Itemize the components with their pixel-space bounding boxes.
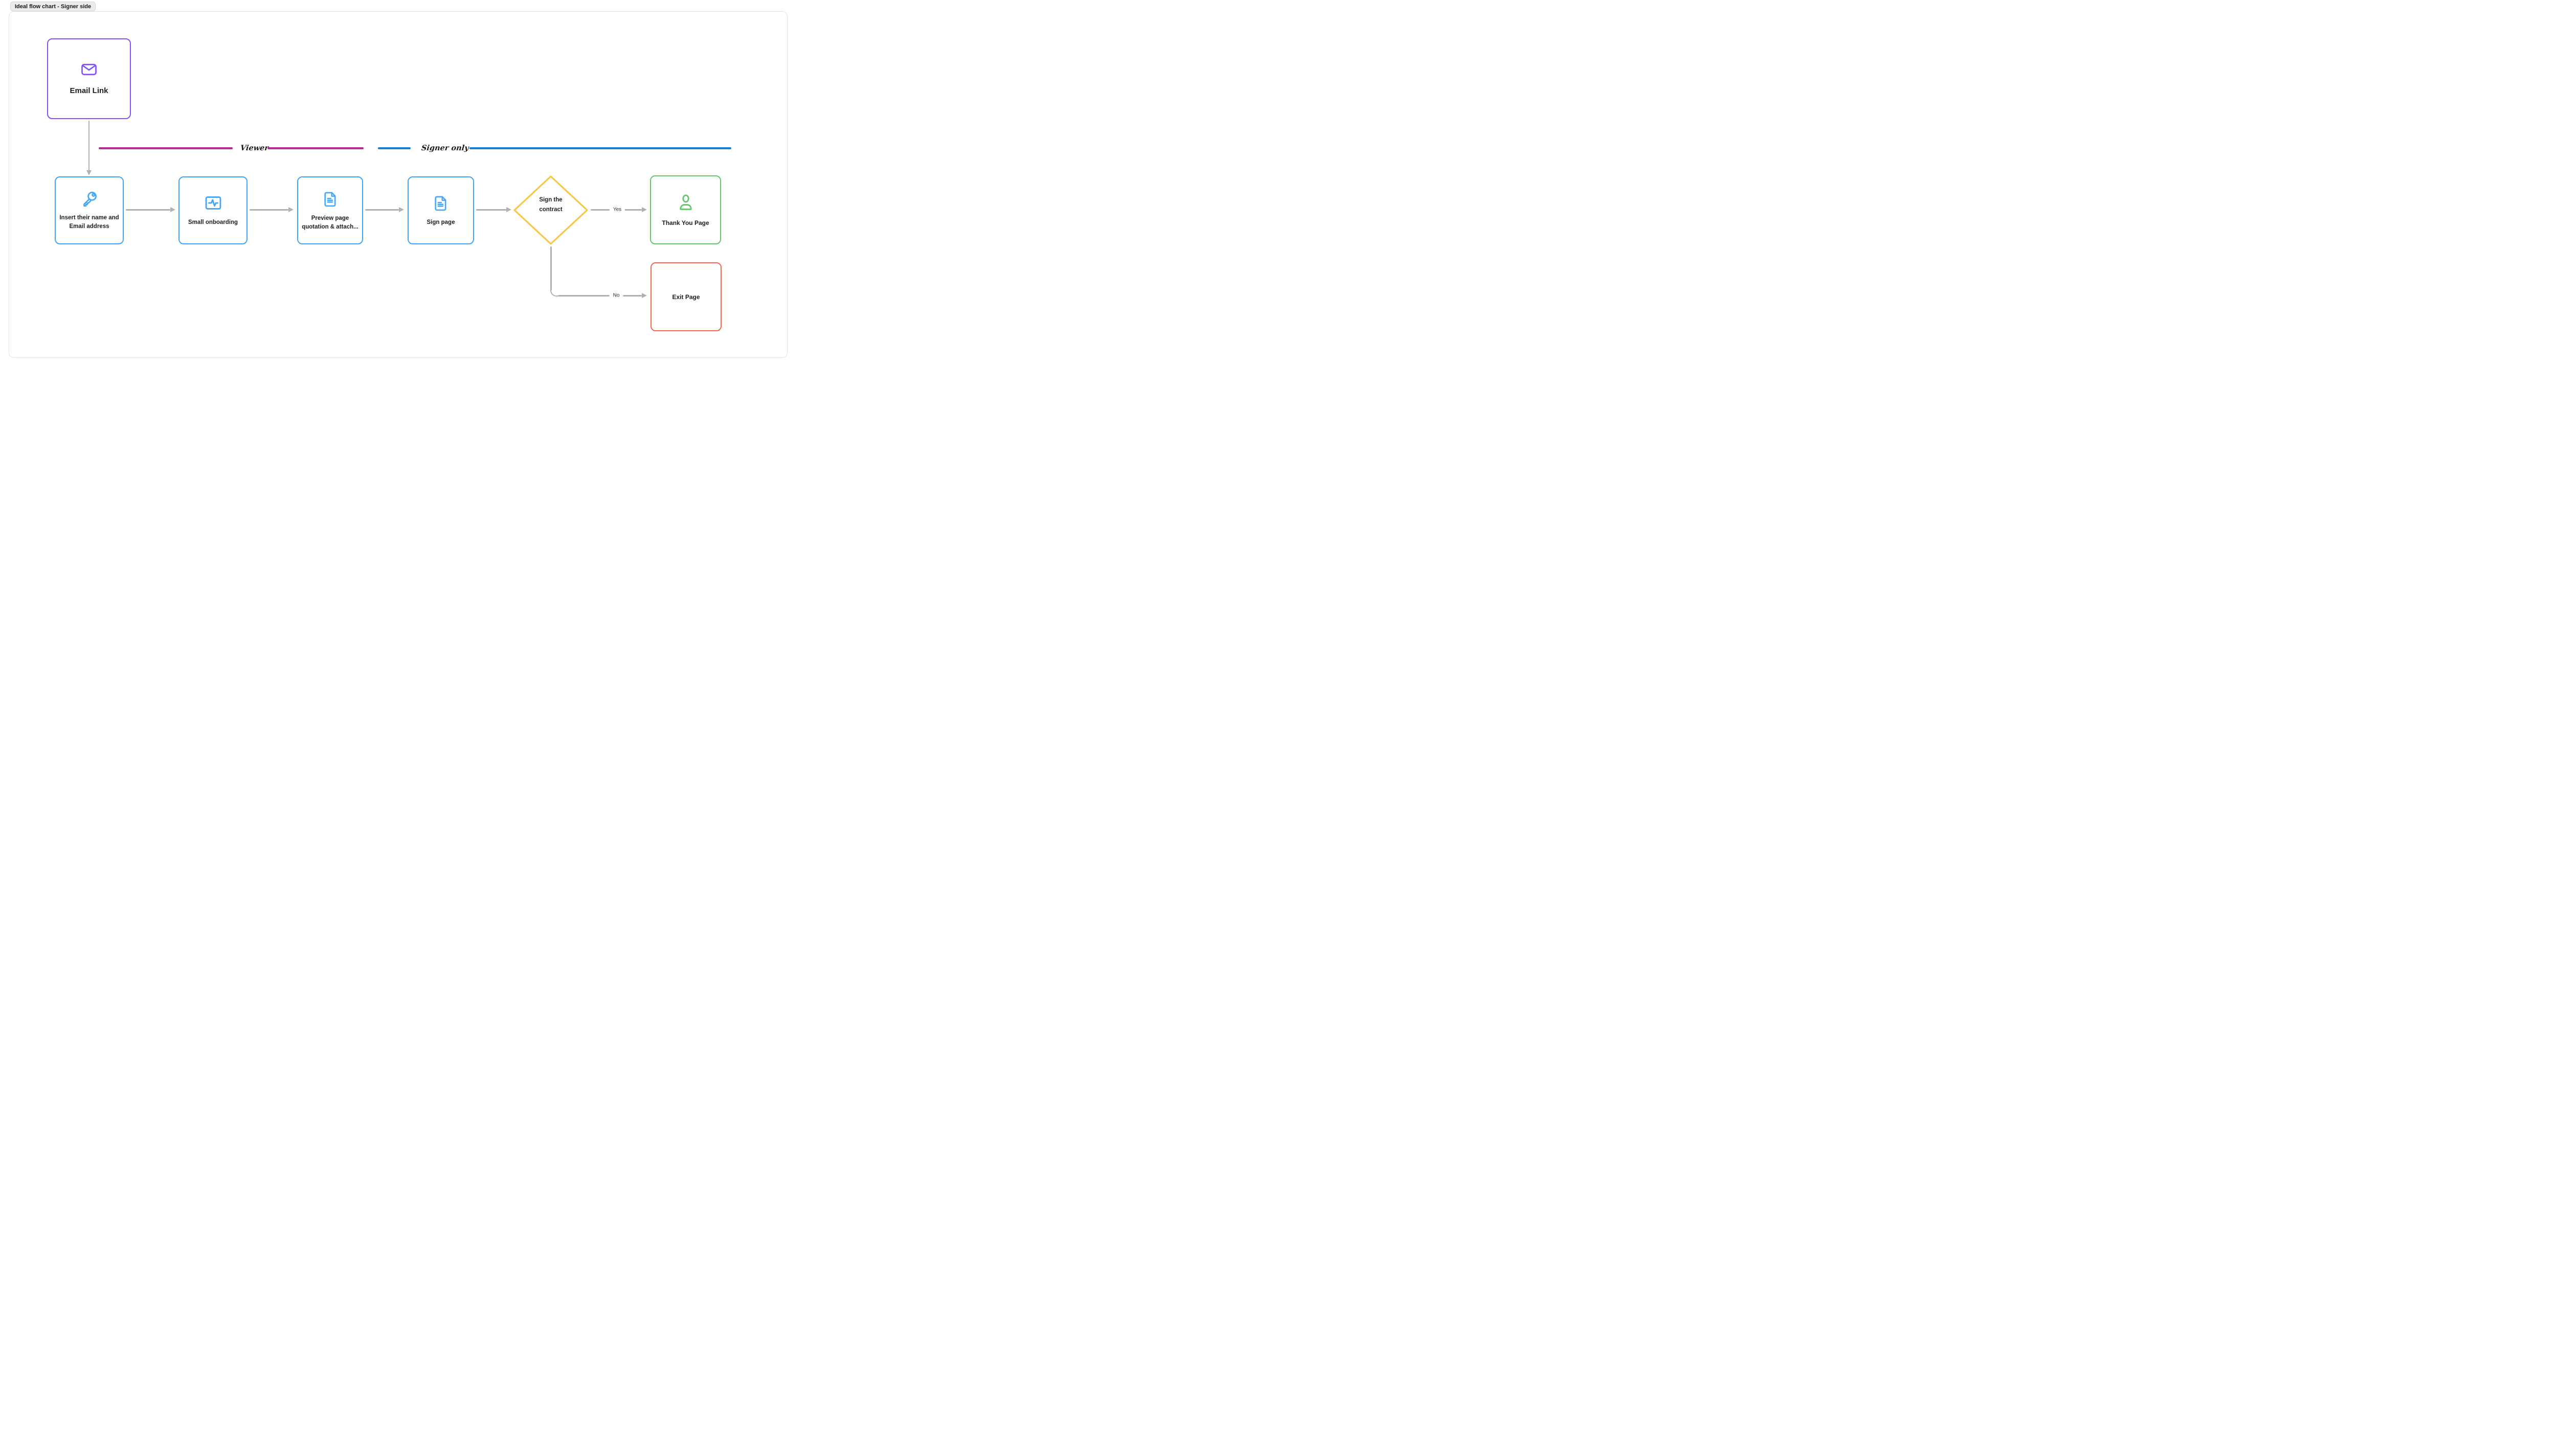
lane-line-viewer-left[interactable]: [99, 147, 233, 149]
node-sign-page[interactable]: Sign page: [408, 176, 474, 244]
node-label: Email Link: [70, 86, 108, 96]
connector-sign-to-decision[interactable]: [476, 209, 506, 211]
lane-label-viewer[interactable]: Viewer: [236, 142, 273, 153]
edge-label-no[interactable]: No: [609, 292, 623, 299]
envelope-icon: [81, 64, 97, 76]
activity-icon: [205, 196, 221, 210]
connector-no-elbow: [550, 289, 558, 297]
connector-email-to-insert[interactable]: [88, 121, 89, 171]
document-icon: [324, 192, 335, 207]
node-label: Small onboarding: [188, 219, 238, 226]
arrowhead-icon: [288, 207, 294, 212]
arrowhead-icon: [642, 292, 647, 298]
document-icon: [435, 196, 446, 211]
frame-title-pill[interactable]: Ideal flow chart - Signer side: [10, 2, 96, 11]
arrowhead-icon: [399, 207, 404, 212]
node-email-link[interactable]: Email Link: [47, 38, 131, 119]
connector-onboarding-to-preview[interactable]: [250, 209, 288, 211]
lane-line-signer-right[interactable]: [469, 147, 731, 149]
node-insert-name-email[interactable]: Insert their name and Email address: [55, 176, 124, 244]
key-icon: [83, 191, 97, 207]
flowchart-canvas-page: Ideal flow chart - Signer side Email Lin…: [0, 0, 790, 364]
lane-label-signer[interactable]: Signer only: [417, 142, 473, 153]
node-label: Thank You Page: [662, 219, 709, 226]
node-thank-you-page[interactable]: Thank You Page: [650, 175, 721, 244]
connector-no-horizontal[interactable]: [558, 295, 642, 297]
node-label: Sign the contract: [539, 197, 563, 213]
connector-decision-no[interactable]: [550, 246, 552, 290]
connector-insert-to-onboarding[interactable]: [126, 209, 170, 211]
lane-line-viewer-right[interactable]: [267, 147, 364, 149]
person-icon: [679, 194, 692, 210]
node-decision-sign-contract[interactable]: [513, 175, 589, 245]
node-label: Sign page: [427, 219, 455, 226]
node-label: Exit Page: [672, 293, 700, 301]
arrowhead-icon: [506, 207, 511, 212]
edge-label-yes[interactable]: Yes: [609, 207, 625, 213]
lane-line-signer-left[interactable]: [378, 147, 411, 149]
node-small-onboarding[interactable]: Small onboarding: [178, 176, 248, 244]
node-label: Insert their name and Email address: [59, 214, 119, 230]
node-label: Preview page quotation & attach...: [302, 215, 358, 230]
arrowhead-icon: [642, 207, 647, 212]
connector-preview-to-sign[interactable]: [365, 209, 399, 211]
arrowhead-icon: [86, 170, 92, 175]
arrowhead-icon: [170, 207, 175, 212]
node-preview-quotation[interactable]: Preview page quotation & attach...: [297, 176, 363, 244]
node-exit-page[interactable]: Exit Page: [651, 262, 722, 331]
